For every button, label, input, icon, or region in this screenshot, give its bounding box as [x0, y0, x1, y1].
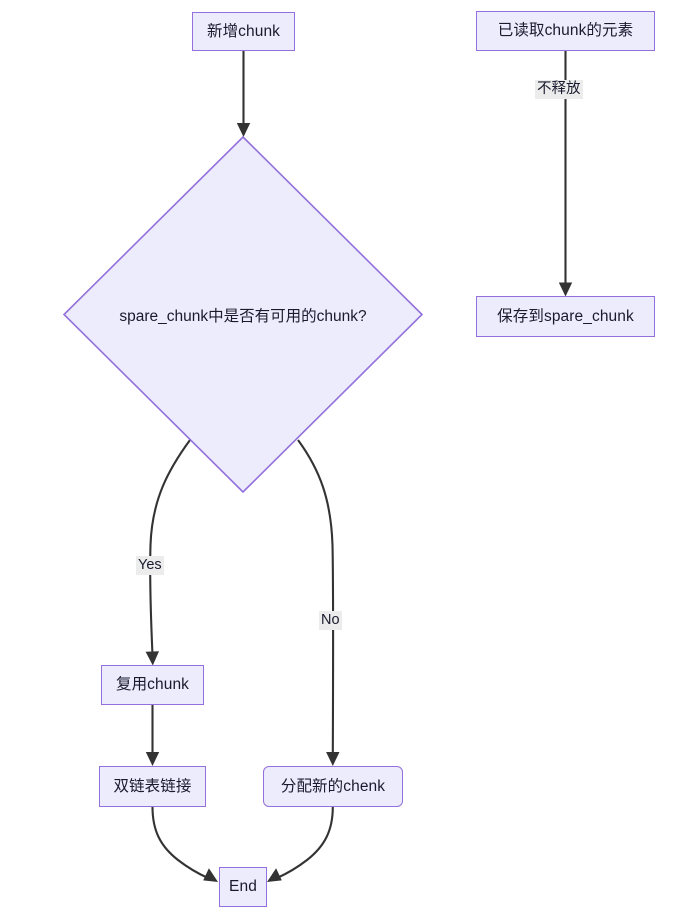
arrowhead-end-right	[267, 868, 282, 882]
node-new-chunk[interactable]: 新增chunk	[192, 12, 295, 51]
edge-label-no: No	[319, 611, 342, 630]
arrowhead-reuse-chunk	[145, 651, 159, 666]
node-end[interactable]: End	[219, 867, 267, 907]
edge-label-yes: Yes	[136, 556, 164, 575]
node-link-list-label: 双链表链接	[113, 777, 192, 795]
node-alloc-chunk[interactable]: 分配新的chenk	[263, 766, 403, 807]
node-end-label: End	[229, 878, 257, 896]
arrowhead-save-spare	[558, 282, 573, 297]
node-link-list[interactable]: 双链表链接	[99, 766, 206, 807]
arrowhead-decision-top	[236, 123, 251, 137]
node-read-elements-label: 已读取chunk的元素	[497, 22, 634, 40]
node-read-elements[interactable]: 已读取chunk的元素	[476, 11, 655, 51]
node-new-chunk-label: 新增chunk	[206, 22, 281, 40]
edge-alloc-to-end	[276, 806, 334, 879]
arrowhead-linklist	[145, 752, 160, 766]
arrowhead-alloc-chunk	[326, 752, 340, 766]
node-save-spare-label: 保存到spare_chunk	[497, 307, 634, 325]
node-decision-label: spare_chunk中是否有可用的chunk?	[119, 307, 367, 325]
node-save-spare[interactable]: 保存到spare_chunk	[476, 296, 655, 337]
node-alloc-chunk-label: 分配新的chenk	[280, 777, 386, 795]
decision-diamond-shape	[63, 136, 423, 493]
node-reuse-chunk[interactable]: 复用chunk	[101, 665, 204, 705]
edge-label-no-release: 不释放	[535, 80, 583, 99]
arrowhead-end-left	[203, 868, 218, 882]
node-decision[interactable]: spare_chunk中是否有可用的chunk?	[63, 136, 423, 493]
node-reuse-chunk-label: 复用chunk	[115, 676, 190, 694]
edge-linklist-to-end	[151, 806, 209, 879]
